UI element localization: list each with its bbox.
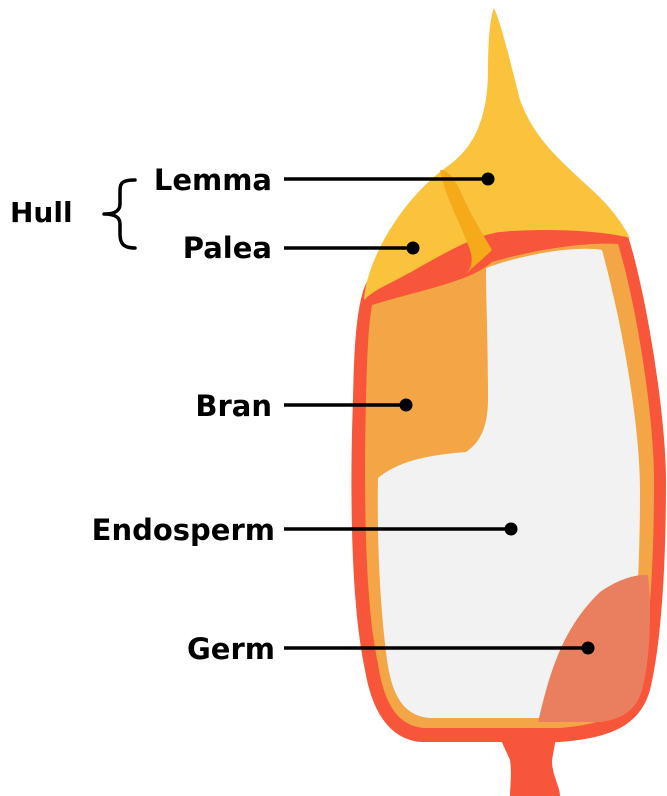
endosperm-marker — [505, 523, 518, 536]
bran-label: Bran — [195, 389, 272, 423]
palea-marker — [407, 242, 420, 255]
hull-brace — [104, 180, 135, 248]
hull-group-label: Hull — [10, 196, 73, 229]
germ-marker — [582, 642, 595, 655]
endosperm-label: Endosperm — [92, 513, 275, 547]
lemma-label: Lemma — [154, 163, 272, 197]
palea-label: Palea — [183, 231, 272, 265]
grain-stalk — [500, 738, 560, 796]
germ-label: Germ — [187, 632, 275, 666]
bran-marker — [400, 399, 413, 412]
lemma-marker — [482, 173, 495, 186]
